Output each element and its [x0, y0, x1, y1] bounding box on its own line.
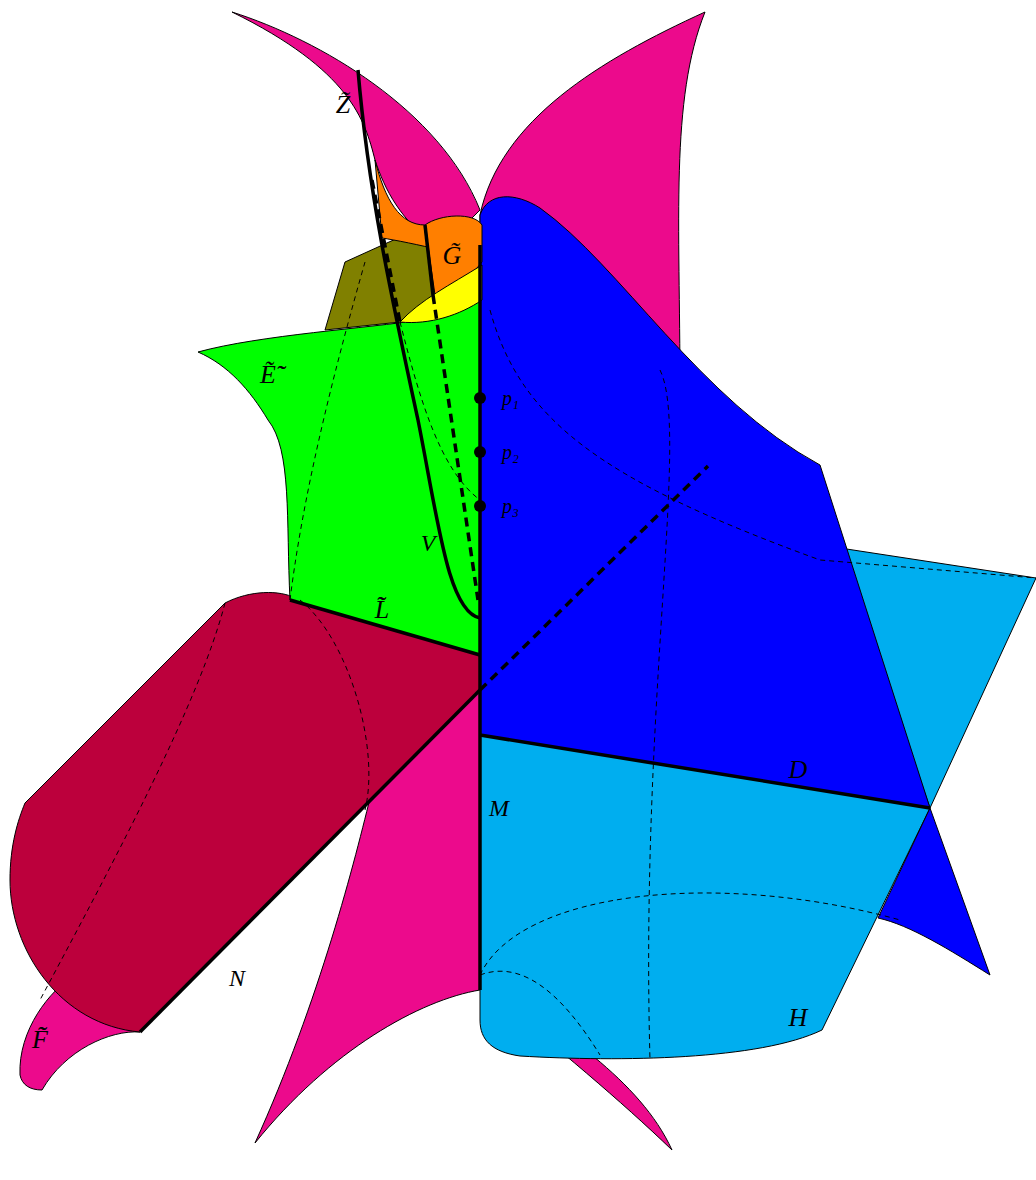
curve-label: L̃̃ — [375, 596, 389, 625]
surface-label: Z̃ — [336, 91, 350, 120]
curve-label: N — [229, 965, 245, 991]
curve-label: M — [489, 795, 509, 821]
curve-label: D — [789, 756, 808, 785]
surface-label: F̃̃ — [32, 1026, 48, 1055]
point-label: p₂ — [502, 441, 519, 463]
curve-label: V — [421, 530, 436, 556]
point-label: p₁ — [502, 387, 519, 409]
point-label: p₃ — [502, 495, 519, 517]
surface-label: H — [789, 1004, 808, 1033]
surface-label: G̃ — [443, 242, 462, 271]
surface-label: Ẽ̃̃ — [260, 361, 276, 390]
